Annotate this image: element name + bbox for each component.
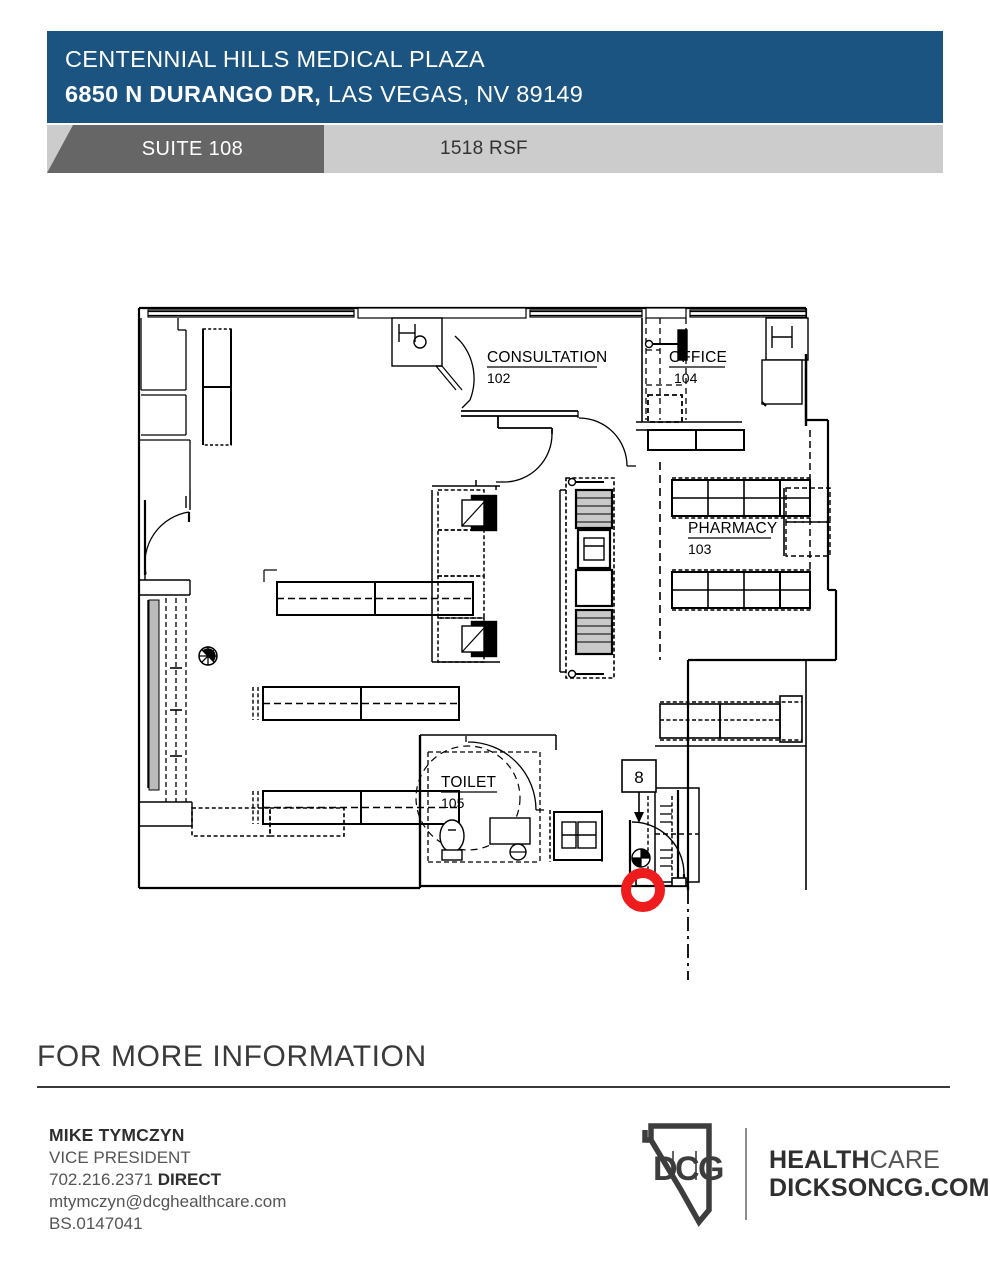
logo-text: HEALTHCARE DICKSONCG.COM: [769, 1146, 990, 1202]
suite-tab: SUITE 108: [47, 125, 324, 173]
room-number-consultation: 102: [487, 370, 511, 386]
address-street: 6850 N DURANGO DR,: [65, 81, 322, 107]
address-city-state-zip: LAS VEGAS, NV 89149: [321, 81, 584, 107]
callout-label: 8: [634, 768, 643, 787]
contact-phone-number: 702.216.2371: [49, 1169, 153, 1189]
contact-license: BS.0147041: [49, 1214, 143, 1234]
contact-title: VICE PRESIDENT: [49, 1147, 191, 1167]
logo-letter-g: G: [698, 1150, 724, 1188]
contact-name: MIKE TYMCZYN: [49, 1125, 185, 1145]
logo-care: CARE: [869, 1146, 940, 1174]
logo-divider: [745, 1128, 747, 1220]
nevada-outline-icon: D C G: [642, 1123, 724, 1227]
logo-line-healthcare: HEALTHCARE: [769, 1146, 990, 1174]
logo-letter-d: D: [653, 1150, 678, 1188]
dcg-logo-block[interactable]: D C G HEALTHCARE DICKSONCG.COM: [635, 1118, 990, 1230]
floor-plan-drawing: CONSULTATION 102 OFFICE 104 PHARMACY 103…: [137, 306, 838, 980]
footer-divider: [37, 1086, 950, 1088]
room-number-pharmacy: 103: [688, 541, 712, 557]
suite-callout-8: 8: [621, 759, 657, 823]
contact-phone-tag: DIRECT: [157, 1169, 222, 1189]
property-name: CENTENNIAL HILLS MEDICAL PLAZA: [65, 46, 485, 72]
room-label-consultation: CONSULTATION: [487, 349, 607, 366]
for-more-information-heading: FOR MORE INFORMATION: [37, 1040, 427, 1073]
room-number-toilet: 105: [441, 795, 465, 811]
contact-phone[interactable]: 702.216.2371 DIRECT: [49, 1169, 286, 1191]
contact-block: MIKE TYMCZYN VICE PRESIDENT 702.216.2371…: [49, 1124, 286, 1235]
rsf-label: 1518 RSF: [440, 138, 528, 159]
room-label-toilet: TOILET: [441, 774, 497, 791]
contact-email[interactable]: mtymczyn@dcghealthcare.com: [49, 1191, 287, 1211]
room-label-pharmacy: PHARMACY: [688, 520, 777, 537]
logo-health: HEALTH: [769, 1146, 870, 1174]
entry-marker: [621, 868, 665, 912]
floor-plan: CONSULTATION 102 OFFICE 104 PHARMACY 103…: [0, 190, 990, 980]
suite-label: SUITE 108: [141, 137, 244, 160]
room-label-office: OFFICE: [669, 349, 727, 366]
room-number-office: 104: [674, 370, 698, 386]
logo-line-website: DICKSONCG.COM: [769, 1174, 990, 1202]
header-banner: CENTENNIAL HILLS MEDICAL PLAZA 6850 N DU…: [47, 31, 943, 123]
property-address: 6850 N DURANGO DR, LAS VEGAS, NV 89149: [65, 81, 583, 108]
